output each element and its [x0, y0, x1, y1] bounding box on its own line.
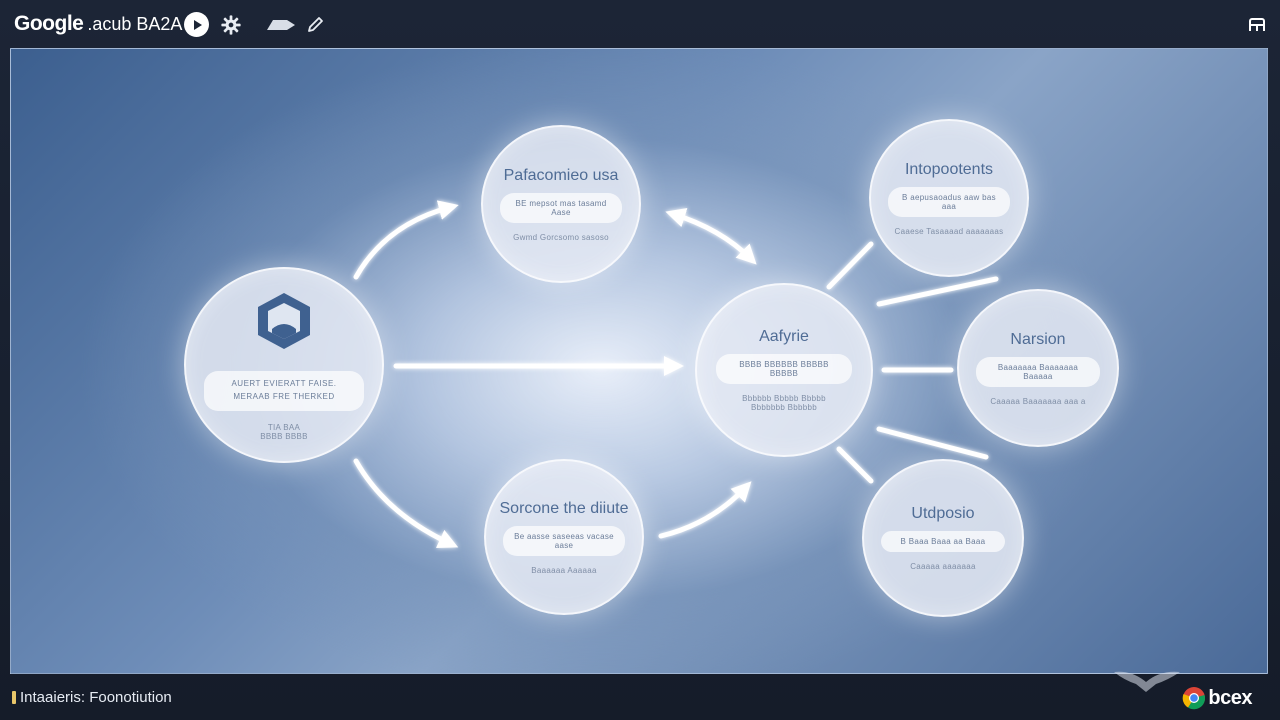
cast-button[interactable]	[1244, 12, 1270, 38]
edit-button[interactable]	[302, 12, 328, 38]
gear-icon	[221, 15, 241, 35]
right-mid-node-title: Narsion	[1010, 330, 1066, 348]
hexagon-shield-icon	[258, 293, 310, 350]
right-top-node-pill: B aepusaoadus aaw bas aaa	[888, 186, 1010, 217]
right-bottom-node-caption: Caaaaa aaaaaaa	[910, 562, 976, 571]
bottom-node-title: Sorcone the diiute	[499, 499, 629, 517]
pencil-icon	[308, 17, 323, 32]
top-node-pill: BE mepsot mas tasamd Aase	[500, 192, 622, 223]
hub-node-caption-line2: Bbbbbbb Bbbbbb	[750, 403, 818, 412]
play-button[interactable]	[184, 12, 209, 37]
forward-button[interactable]	[264, 12, 298, 38]
corner-brand: bcex	[1114, 671, 1252, 710]
right-bottom-node-title: Utdposio	[911, 505, 975, 522]
source-node-pill-line1: AUERT EVIERATT FAISE.	[231, 379, 337, 389]
right-mid-node[interactable]: Narsion Baaaaaaa Baaaaaaa Baaaaa Caaaaa …	[957, 289, 1119, 447]
connector-layer	[353, 200, 999, 549]
top-toolbar: Google .acub BA2A	[0, 0, 1280, 48]
bottom-status-bar: Intaaieris: Foonotiution bcex	[0, 671, 1280, 720]
status-dot-icon	[12, 691, 16, 704]
source-node-pill: AUERT EVIERATT FAISE. MERAAB FRE THERKED	[203, 371, 365, 411]
hub-node-pill: BBBB BBBBBB BBBBB BBBBB	[716, 354, 852, 384]
link-hub-right-lower	[876, 426, 989, 460]
link-hub-right-bottom	[836, 446, 874, 484]
brand[interactable]: Google .acub BA2A	[14, 12, 182, 36]
hub-node-caption-line1: Bbbbbb Bbbbb Bbbbb	[742, 394, 826, 403]
flag-arrow-icon	[267, 20, 295, 30]
cast-icon	[1249, 18, 1265, 31]
link-hub-right-upper	[876, 276, 999, 307]
bottom-node-pill: Be aasse saseeas vacase aase	[503, 525, 625, 556]
arrow-bottom-to-hub	[658, 481, 752, 539]
bottom-node-caption: Baaaaaa Aaaaaa	[531, 565, 597, 575]
chrome-logo-icon	[1183, 687, 1206, 710]
top-node-caption: Gwmd Gorcsomo sasoso	[513, 232, 609, 242]
right-top-node-title: Intopootents	[904, 160, 994, 178]
wing-logo-icon	[1114, 671, 1180, 692]
top-node[interactable]: Pafacomieo usa BE mepsot mas tasamd Aase…	[481, 125, 641, 283]
brand-logo: Google	[14, 12, 84, 35]
play-icon	[193, 19, 202, 30]
settings-button[interactable]	[218, 12, 244, 38]
hub-node[interactable]: Aafyrie BBBB BBBBBB BBBBB BBBBB Bbbbbb B…	[695, 283, 873, 457]
corner-brand-text: bcex	[1208, 686, 1252, 709]
source-node-pill-line2: MERAAB FRE THERKED	[233, 392, 335, 401]
diagram-panel: AUERT EVIERATT FAISE. MERAAB FRE THERKED…	[10, 48, 1268, 674]
source-node[interactable]: AUERT EVIERATT FAISE. MERAAB FRE THERKED…	[184, 267, 384, 463]
arrow-source-to-bottom	[353, 458, 459, 549]
right-bottom-node[interactable]: Utdposio B Baaa Baaa aa Baaa Caaaaa aaaa…	[862, 459, 1024, 617]
right-mid-node-caption: Caaaaa Baaaaaaa aaa a	[990, 396, 1086, 406]
brand-subtitle: .acub BA2A	[87, 14, 183, 34]
right-top-node-caption: Caaese Tasaaaad aaaaaaas	[894, 226, 1004, 236]
right-mid-node-pill: Baaaaaaa Baaaaaaa Baaaaa	[976, 356, 1100, 387]
top-node-title: Pafacomieo usa	[503, 166, 619, 184]
status-indicator: Intaaieris: Foonotiution	[12, 689, 172, 706]
source-node-caption-line2: BBBB BBBB	[260, 431, 308, 441]
arrow-top-to-hub	[665, 208, 757, 265]
right-top-node[interactable]: Intopootents B aepusaoadus aaw bas aaa C…	[869, 119, 1029, 277]
status-text: Intaaieris: Foonotiution	[20, 689, 172, 706]
right-bottom-node-pill: B Baaa Baaa aa Baaa	[881, 531, 1005, 552]
bottom-node[interactable]: Sorcone the diiute Be aasse saseeas vaca…	[484, 459, 644, 615]
arrow-source-to-top	[353, 200, 459, 280]
link-hub-right-top	[826, 241, 874, 290]
source-node-caption-line1: TIA BAA	[267, 422, 301, 432]
hub-node-title: Aafyrie	[759, 328, 809, 345]
